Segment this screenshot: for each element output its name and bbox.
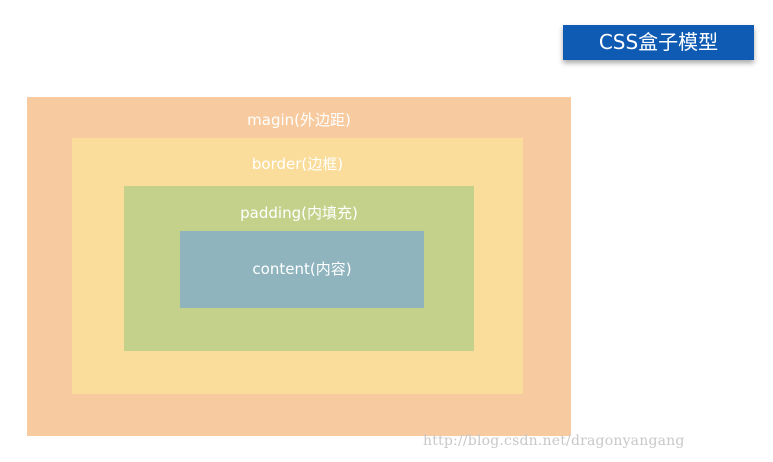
watermark-url: http://blog.csdn.net/dragonyangang <box>423 433 685 449</box>
margin-label: magin(外边距) <box>247 111 351 129</box>
content-label: content(内容) <box>252 260 352 278</box>
content-box: content(内容) <box>180 231 424 308</box>
padding-label: padding(内填充) <box>240 204 358 222</box>
diagram-title: CSS盒子模型 <box>563 25 754 60</box>
border-label: border(边框) <box>251 155 344 173</box>
